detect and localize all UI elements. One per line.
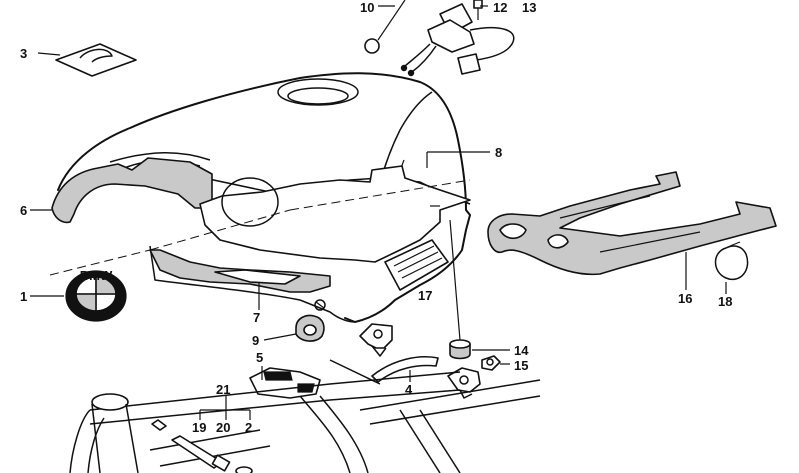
label-3: 3 <box>20 46 27 61</box>
lower-bracket <box>447 367 481 399</box>
label-18: 18 <box>718 294 732 309</box>
pins-parts-19-20-2 <box>151 396 253 473</box>
panel-part-8 <box>199 151 490 263</box>
label-4: 4 <box>405 382 413 397</box>
label-7: 7 <box>253 310 260 325</box>
knee-pad-part-6 <box>30 157 213 224</box>
label-5: 5 <box>256 350 263 365</box>
clamp-part-18 <box>714 241 749 294</box>
part-labels: 10 12 13 3 8 6 1 17 16 18 7 9 14 5 15 4 … <box>20 0 732 435</box>
label-13: 13 <box>522 0 536 15</box>
label-10: 10 <box>360 0 374 15</box>
mount-bracket <box>359 323 393 357</box>
label-1: 1 <box>20 289 27 304</box>
leader-lines <box>378 5 488 207</box>
grommet-part-9 <box>263 314 325 342</box>
emblem-part-1: BMW <box>30 268 127 322</box>
label-19: 19 <box>192 420 206 435</box>
strip-part-4 <box>371 356 439 383</box>
bracket-part-16 <box>487 171 777 290</box>
label-9: 9 <box>252 333 259 348</box>
sticker-part-3 <box>37 43 137 77</box>
label-12: 12 <box>493 0 507 15</box>
fuel-sender-assembly <box>364 0 515 77</box>
label-14: 14 <box>514 343 529 358</box>
insert-part-7 <box>149 249 331 310</box>
label-20: 20 <box>216 420 230 435</box>
frame-and-mount <box>69 359 541 473</box>
label-15: 15 <box>514 358 528 373</box>
label-8: 8 <box>495 145 502 160</box>
plate-part-17 <box>384 239 449 291</box>
emblem-text: BMW <box>80 268 113 283</box>
clip-part-15 <box>481 355 510 371</box>
label-6: 6 <box>20 203 27 218</box>
label-2: 2 <box>245 420 252 435</box>
label-17: 17 <box>418 288 432 303</box>
bushing-part-14 <box>449 219 510 360</box>
label-16: 16 <box>678 291 692 306</box>
ghost-ring <box>49 177 471 276</box>
label-21: 21 <box>216 382 230 397</box>
